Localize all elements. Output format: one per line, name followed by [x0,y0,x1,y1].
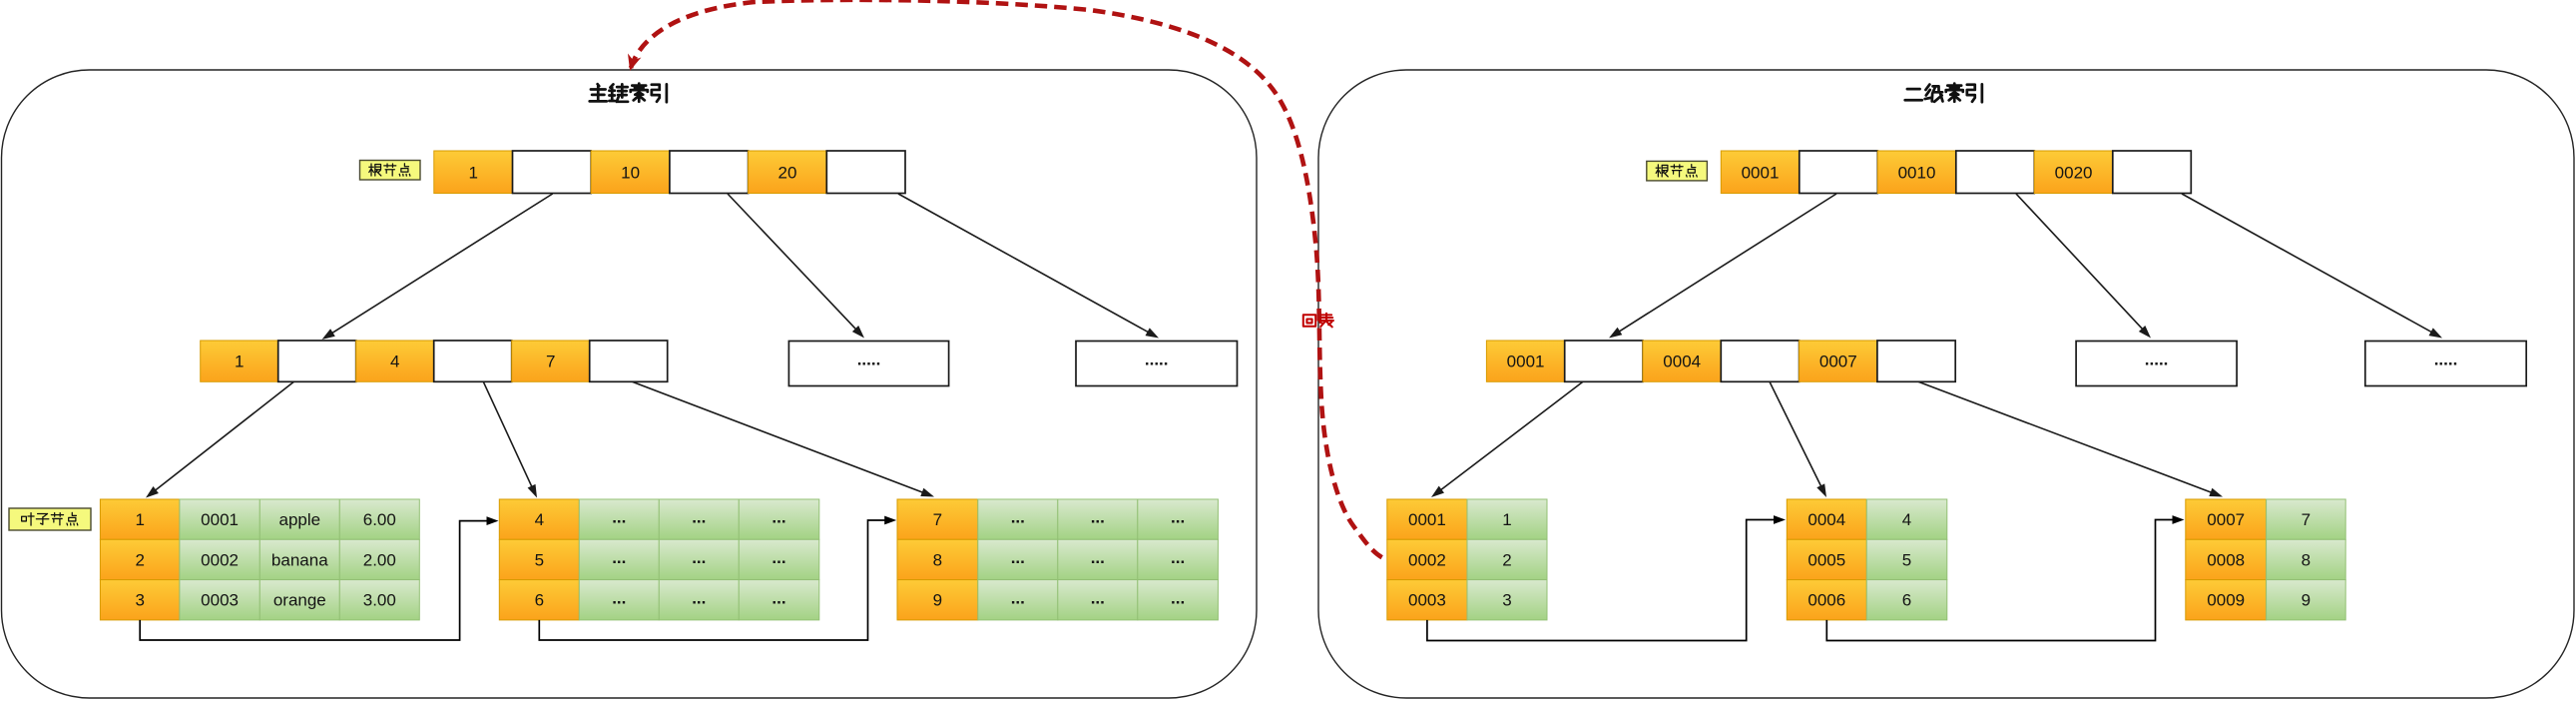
svg-text:...: ... [1011,548,1025,567]
svg-text:7: 7 [933,510,942,529]
svg-text:...: ... [772,508,785,527]
svg-text:orange: orange [273,591,326,610]
svg-text:...: ... [612,548,626,567]
svg-text:1: 1 [468,163,477,182]
svg-text:20: 20 [778,163,797,182]
svg-text:0003: 0003 [201,591,239,610]
svg-text:...: ... [692,508,706,527]
svg-text:4: 4 [1902,510,1911,529]
svg-text:9: 9 [933,591,942,610]
svg-text:...: ... [612,508,626,527]
svg-text:2: 2 [135,550,144,569]
svg-text:7: 7 [2302,510,2311,529]
svg-text:...: ... [692,588,706,607]
svg-text:0001: 0001 [1742,163,1780,182]
svg-text:1: 1 [135,510,144,529]
svg-text:3: 3 [1502,591,1511,610]
svg-text:8: 8 [933,550,942,569]
svg-text:...: ... [1091,588,1105,607]
svg-text:0009: 0009 [2207,591,2245,610]
svg-text:5: 5 [535,550,544,569]
svg-text:banana: banana [271,550,328,569]
svg-text:0010: 0010 [1898,163,1936,182]
svg-text:0001: 0001 [201,510,239,529]
svg-text:4: 4 [535,510,544,529]
svg-text:...: ... [772,588,785,607]
svg-text:0002: 0002 [1408,550,1446,569]
svg-text:6.00: 6.00 [363,510,396,529]
svg-text:1: 1 [1502,510,1511,529]
svg-text:.....: ..... [857,350,881,369]
svg-text:7: 7 [546,352,555,371]
svg-text:0003: 0003 [1408,591,1446,610]
svg-text:9: 9 [2302,591,2311,610]
svg-text:0008: 0008 [2207,550,2245,569]
svg-text:3.00: 3.00 [363,591,396,610]
svg-text:0001: 0001 [1507,352,1545,371]
svg-text:...: ... [1171,508,1185,527]
svg-text:0002: 0002 [201,550,239,569]
svg-text:0007: 0007 [2207,510,2245,529]
svg-text:...: ... [1011,588,1025,607]
svg-text:...: ... [1011,508,1025,527]
svg-text:0006: 0006 [1807,591,1845,610]
svg-text:0001: 0001 [1408,510,1446,529]
svg-text:0020: 0020 [2055,163,2093,182]
svg-text:2.00: 2.00 [363,550,396,569]
svg-text:0004: 0004 [1663,352,1701,371]
svg-text:...: ... [1171,588,1185,607]
svg-text:...: ... [692,548,706,567]
svg-text:...: ... [1091,548,1105,567]
svg-text:0007: 0007 [1819,352,1857,371]
svg-text:8: 8 [2302,550,2311,569]
svg-text:10: 10 [621,163,640,182]
svg-text:...: ... [772,548,785,567]
svg-text:0005: 0005 [1807,550,1845,569]
svg-text:...: ... [612,588,626,607]
svg-text:...: ... [1091,508,1105,527]
svg-text:...: ... [1171,548,1185,567]
svg-text:0004: 0004 [1807,510,1845,529]
svg-text:.....: ..... [2145,350,2169,369]
svg-text:4: 4 [390,352,399,371]
svg-text:1: 1 [235,352,244,371]
svg-text:6: 6 [535,591,544,610]
svg-text:6: 6 [1902,591,1911,610]
svg-text:3: 3 [135,591,144,610]
svg-text:.....: ..... [2434,350,2458,369]
svg-text:2: 2 [1502,550,1511,569]
svg-text:apple: apple [278,510,320,529]
svg-text:5: 5 [1902,550,1911,569]
svg-text:.....: ..... [1145,350,1169,369]
